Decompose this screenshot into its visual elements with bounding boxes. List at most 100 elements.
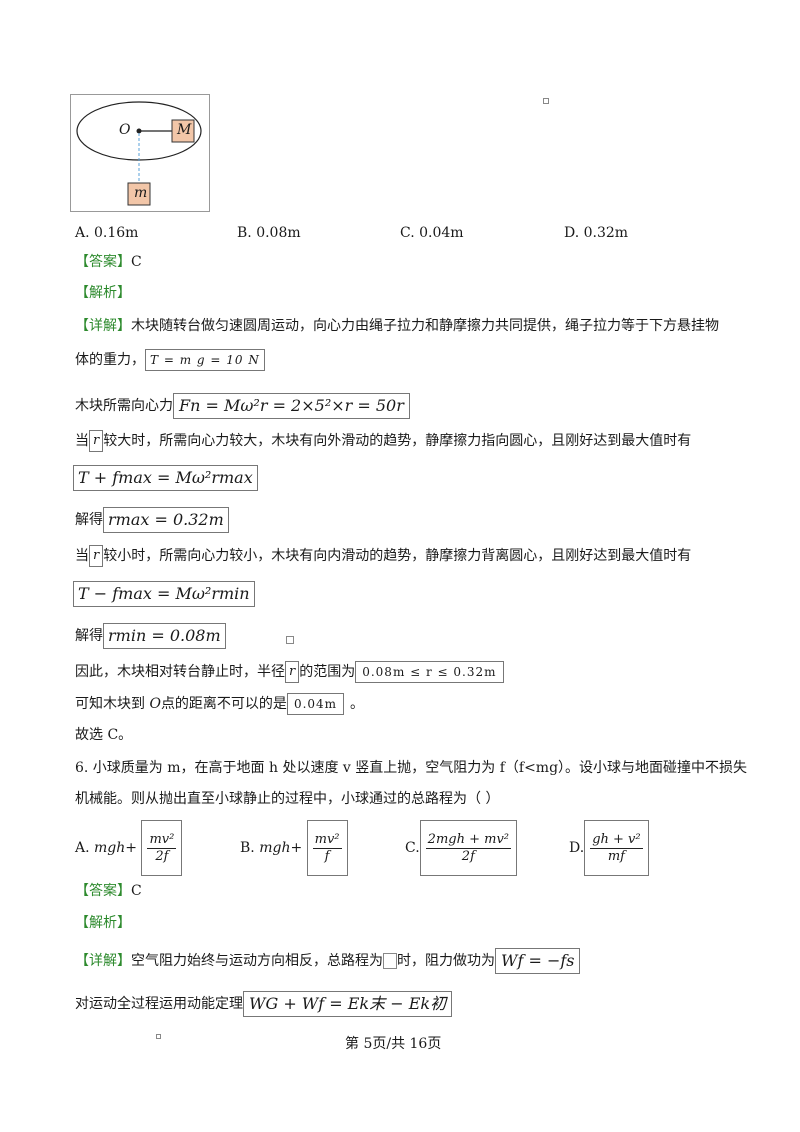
q5-detail-eq-min: T − fmax = Mω²rmin [73,581,255,607]
answer-tag: 【答案】 [75,883,131,899]
fraction-denominator: 2f [461,848,475,864]
q6-answer: 【答案】C [75,880,142,902]
question-text: 6. 小球质量为 m，在高于地面 h 处以速度 v 竖直上抛，空气阻力为 f（f… [75,760,748,776]
turntable-diagram [76,101,202,206]
detail-text: 木块随转台做匀速圆周运动，向心力由绳子拉力和静摩擦力共同提供，绳子拉力等于下方悬… [131,318,719,334]
detail-text: 解得 [75,628,103,644]
detail-text: 因此，木块相对转台静止时，半径 [75,664,285,680]
question-text: 机械能。则从抛出直至小球静止的过程中，小球通过的总路程为（ ） [75,791,500,807]
block-M [171,119,195,143]
fraction-denominator: mf [607,848,625,864]
q6-stem-line2: 机械能。则从抛出直至小球静止的过程中，小球通过的总路程为（ ） [75,788,499,810]
detail-text: 体的重力， [75,352,145,368]
q5-detail-line2: 体的重力，T = m g = 10 N [75,349,265,371]
detail-text: 可知木块到 [75,696,145,712]
equation-rmin: rmin = 0.08m [103,623,226,649]
fraction-numerator: gh + v² [590,831,643,849]
equation-rmax: rmax = 0.32m [103,507,229,533]
detail-text: 故选 C。 [75,727,133,743]
block-m [127,182,151,206]
fraction-numerator: mv² [312,831,342,849]
answer-value: C [131,883,142,899]
var-r: r [89,545,104,567]
detail-text: 。 [350,696,365,712]
marker-square [156,1034,161,1039]
detail-text: 木块所需向心力 [75,398,173,414]
q5-option-a: A. 0.16m [75,225,139,241]
q5-options-row: A. 0.16m B. 0.08m C. 0.04m D. 0.32m [75,222,715,244]
equation-max: T + fmax = Mω²rmax [73,465,258,491]
label-m: m [134,185,148,201]
q5-detail-line10: 故选 C。 [75,724,132,746]
fraction-denominator: f [324,848,330,864]
fraction-numerator: mv² [147,831,177,849]
q5-detail-eq-max: T + fmax = Mω²rmax [73,465,258,491]
fraction-numerator: 2mgh + mv² [425,831,512,849]
q6-analysis: 【解析】 [75,912,131,934]
option-label: B. [240,840,255,856]
detail-text: 解得 [75,512,103,528]
label-O: O [119,122,131,138]
q5-analysis: 【解析】 [75,282,131,304]
var-r: r [285,661,300,683]
detail-text: 对运动全过程运用动能定理 [75,996,243,1012]
q6-stem-line1: 6. 小球质量为 m，在高于地面 h 处以速度 v 竖直上抛，空气阻力为 f（f… [75,757,747,779]
detail-text: 较小时，所需向心力较小，木块有向内滑动的趋势，静摩擦力背离圆心，且刚好达到最大值… [103,548,692,564]
detail-text: 当 [75,433,89,449]
page-footer: 第 5页/共 16页 [345,1036,442,1052]
detail-text: 较大时，所需向心力较大，木块有向外滑动的趋势，静摩擦力指向圆心，且刚好达到最大值… [103,433,692,449]
equation-range: 0.08m ≤ r ≤ 0.32m [355,661,504,683]
q5-option-b: B. 0.08m [237,225,301,241]
turntable-figure: O M m [70,94,210,212]
var-O: O [149,696,161,712]
equation-energy: WG + Wf = Ek末 − Ek初 [243,991,453,1017]
option-label: C. [405,840,420,856]
equation-Fn: Fn = Mω²r = 2×5²×r = 50r [173,393,410,419]
q5-option-d: D. 0.32m [564,225,629,241]
q5-answer: 【答案】C [75,251,142,273]
marker-square [543,98,549,104]
equation-T: T = m g = 10 N [145,349,265,371]
answer-value: C [131,254,142,270]
option-label: D. [569,840,585,856]
equation-004: 0.04m [286,693,345,715]
detail-text: 时，阻力做功为 [397,953,495,969]
q5-option-c: C. 0.04m [400,225,464,241]
marker-square [286,636,294,644]
detail-tag: 【详解】 [75,953,131,969]
label-M: M [177,122,192,138]
answer-tag: 【答案】 [75,254,131,270]
analysis-tag: 【解析】 [75,915,131,931]
blank-placeholder [383,953,397,969]
analysis-tag: 【解析】 [75,285,131,301]
detail-text: 点的距离不可以的是 [160,696,287,712]
var-r: r [89,430,104,452]
equation-Wf: Wf = −fs [495,948,581,974]
detail-text: 空气阻力始终与运动方向相反，总路程为 [131,953,383,969]
detail-tag: 【详解】 [75,318,131,334]
equation-min: T − fmax = Mω²rmin [73,581,255,607]
option-prefix: mgh+ [259,840,303,856]
detail-text: 的范围为 [299,664,356,680]
q5-detail-line1: 【详解】木块随转台做匀速圆周运动，向心力由绳子拉力和静摩擦力共同提供，绳子拉力等… [75,315,719,337]
option-prefix: mgh+ [94,840,137,856]
option-label: A. [75,840,90,856]
fraction-denominator: 2f [155,848,169,864]
